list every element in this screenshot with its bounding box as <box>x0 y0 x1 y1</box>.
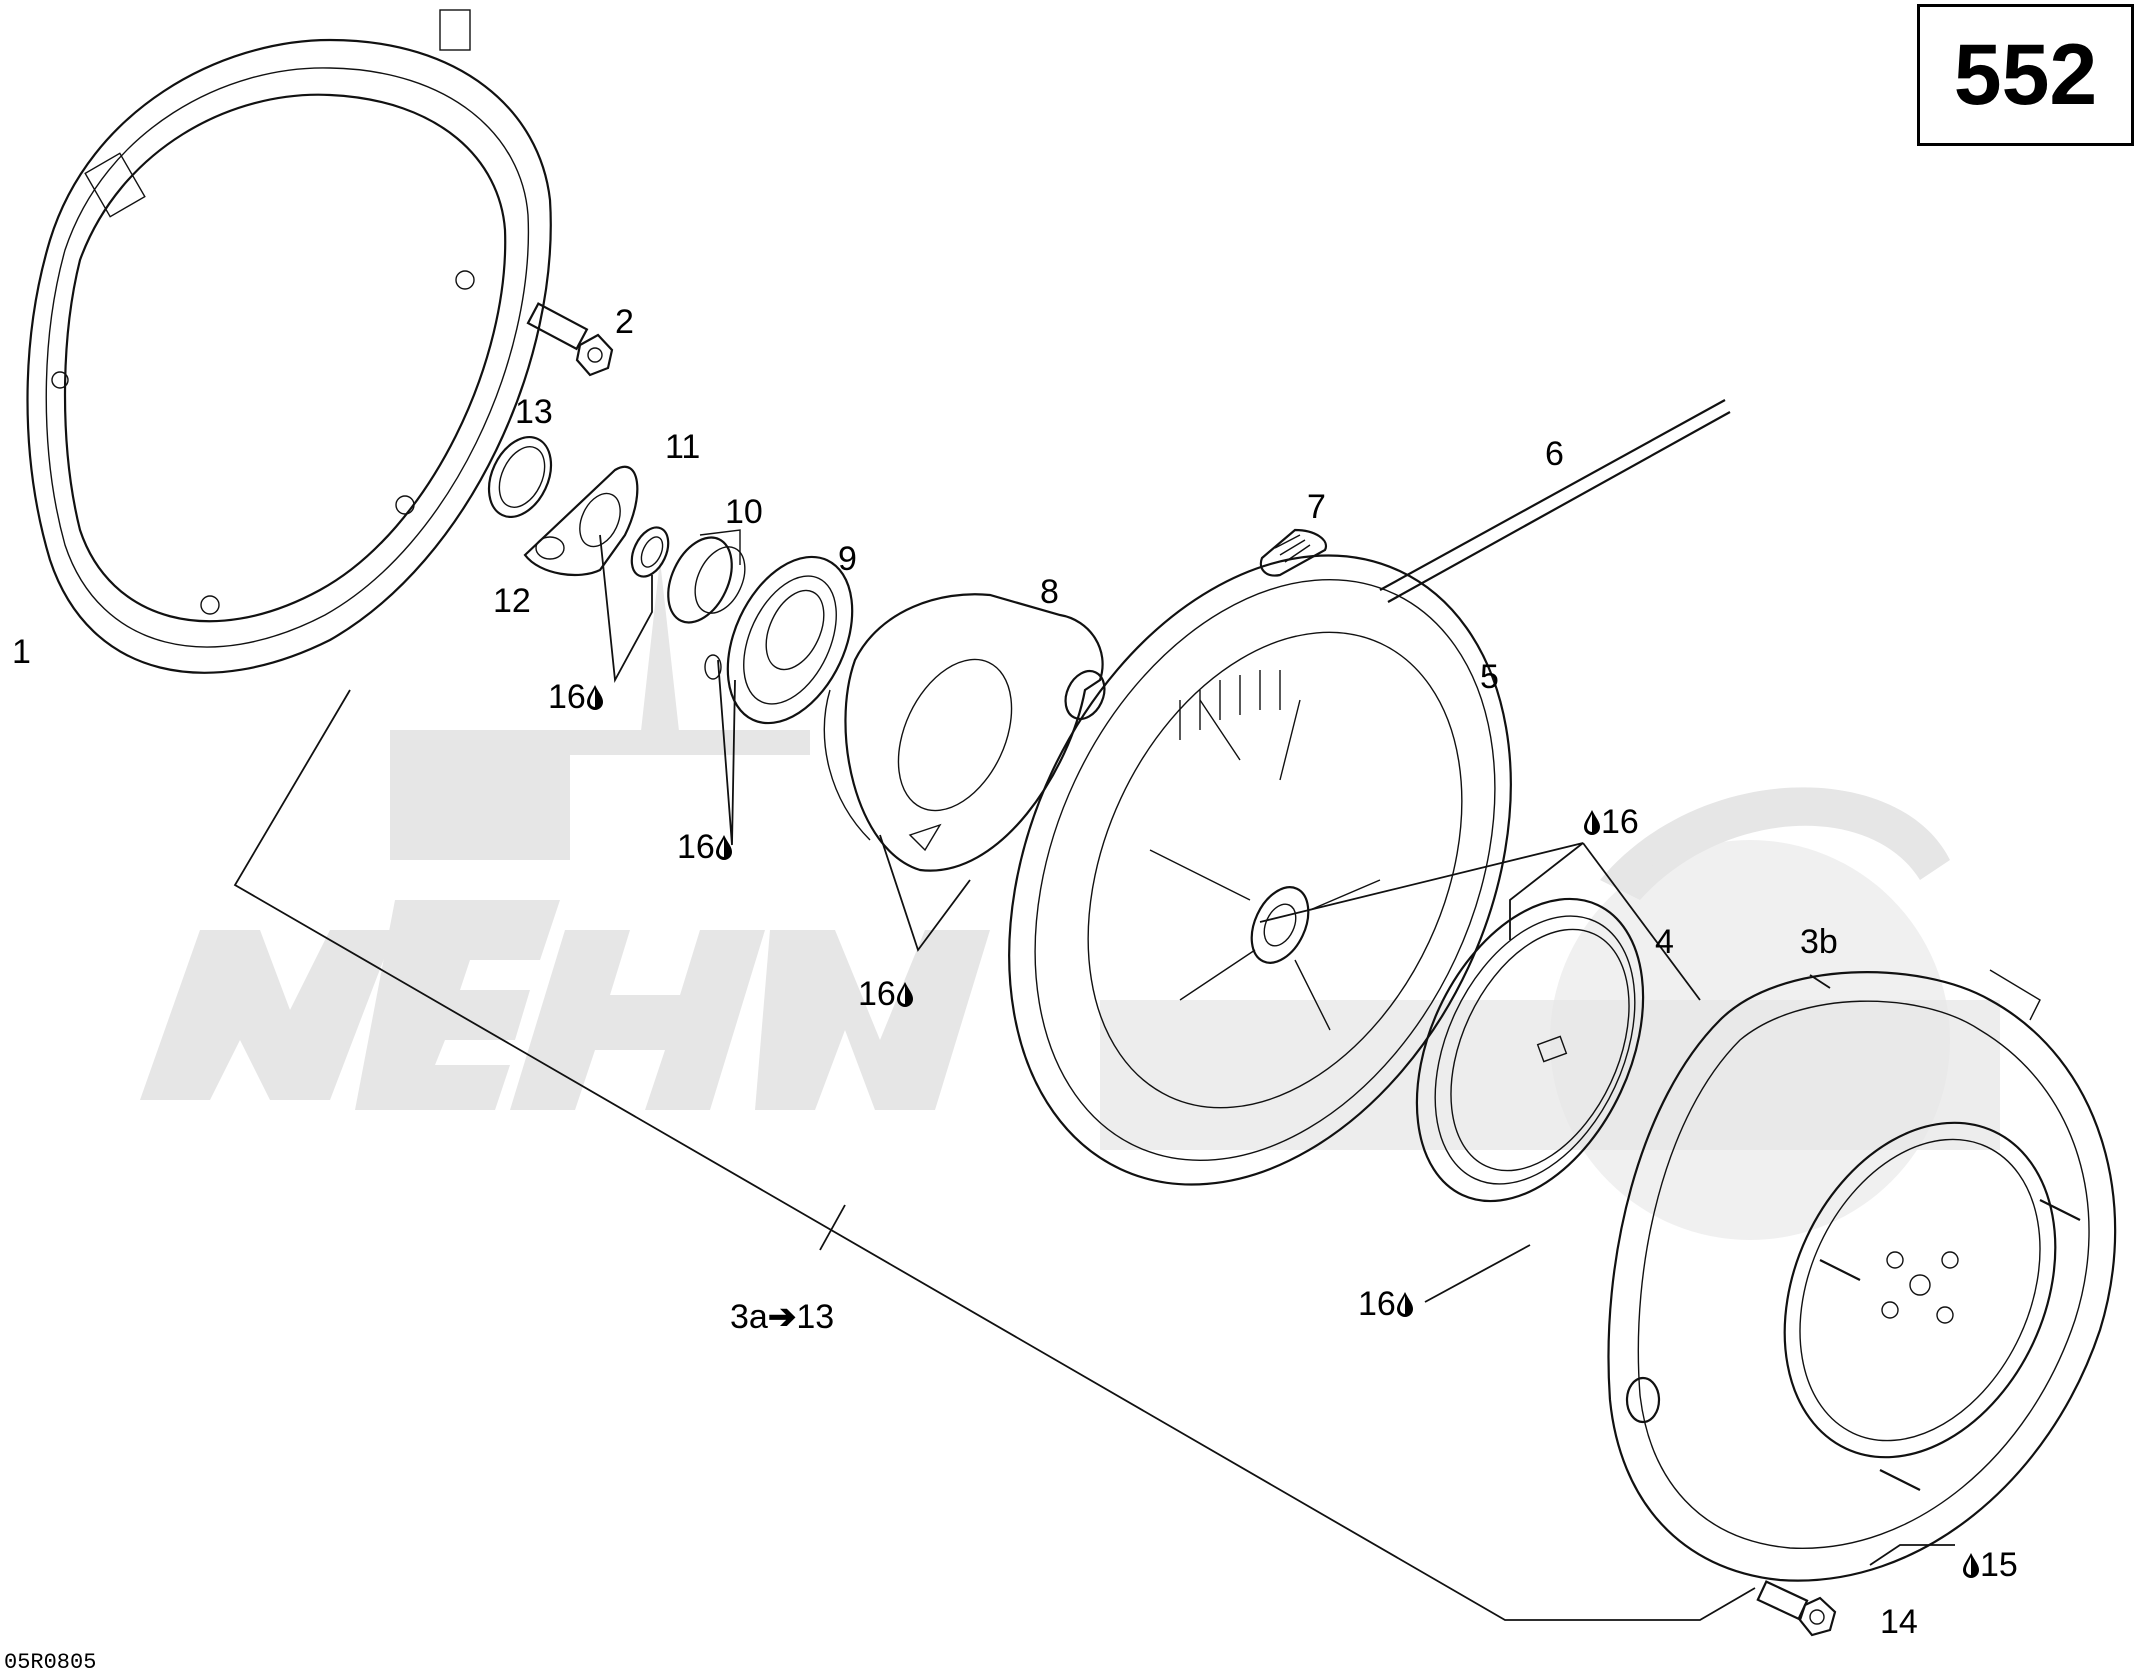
callout-5: 5 <box>1480 658 1499 696</box>
leader-lines <box>233 534 1955 1621</box>
oil-drop-icon <box>586 685 603 710</box>
callout-10: 10 <box>725 493 763 531</box>
part-14-bolt <box>1756 1580 1837 1637</box>
drawing-code: 05R0805 <box>4 1650 97 1675</box>
watermark <box>140 560 2000 1240</box>
part-5-pulley <box>1008 554 1512 1186</box>
lube-ref-16: 16 <box>858 975 896 1013</box>
callout-8: 8 <box>1040 573 1059 611</box>
part-10-bushing <box>667 529 746 624</box>
page-number-box: 552 <box>1917 4 2134 146</box>
part-11-washer <box>630 526 670 578</box>
oil-drop-icon <box>1963 1553 1979 1578</box>
callout-7: 7 <box>1307 488 1326 526</box>
callout-13: 13 <box>515 393 553 431</box>
lube-callout-c: 16 <box>858 977 914 1011</box>
callout-1: 1 <box>12 633 31 671</box>
lube-ref-16: 16 <box>1358 1285 1396 1323</box>
callout-3a: 3a <box>730 1298 768 1336</box>
callout-9: 9 <box>838 540 857 578</box>
oil-drop-icon <box>715 835 732 860</box>
part-1-housing-ring <box>26 9 552 674</box>
part-9-spring-cup <box>704 555 854 725</box>
lube-callout-e: 16 <box>1358 1287 1414 1321</box>
arrow-right-icon: ➔ <box>767 1298 797 1336</box>
callout-6: 6 <box>1545 435 1564 473</box>
lube-ref-16: 16 <box>677 828 715 866</box>
callout-2: 2 <box>615 303 634 341</box>
callout-11: 11 <box>665 428 701 466</box>
part-2-bolt <box>526 302 614 377</box>
part-4-spring <box>1415 897 1645 1203</box>
oil-drop-icon <box>896 982 913 1007</box>
oil-drop-icon <box>1396 1292 1413 1317</box>
part-8-cam-hub <box>823 593 1106 872</box>
lube-ref-16: 16 <box>548 678 586 716</box>
callout-3a-range: 3a➔13 <box>730 1300 834 1334</box>
part-6-rope <box>1379 399 1731 603</box>
callout-4: 4 <box>1655 923 1674 961</box>
callout-3a-to: 13 <box>796 1298 835 1336</box>
lube-callout-b: 16 <box>677 830 733 864</box>
callout-12: 12 <box>493 582 531 620</box>
part-7-pawl <box>1259 528 1328 577</box>
callout-14: 14 <box>1880 1603 1918 1641</box>
callout-15-lube: 15 <box>1962 1548 2018 1582</box>
callout-15: 15 <box>1980 1546 2018 1584</box>
oil-drop-icon <box>1584 810 1600 835</box>
lube-ref-16: 16 <box>1601 803 1639 841</box>
part-13-star-washer <box>487 436 553 518</box>
part-12-plate <box>523 465 639 577</box>
page-number: 552 <box>1953 26 2098 123</box>
part-3b-rear-housing <box>1607 969 2117 1582</box>
lube-callout-d: 16 <box>1583 805 1639 839</box>
callout-3b: 3b <box>1800 923 1838 961</box>
lube-callout-a: 16 <box>548 680 604 714</box>
